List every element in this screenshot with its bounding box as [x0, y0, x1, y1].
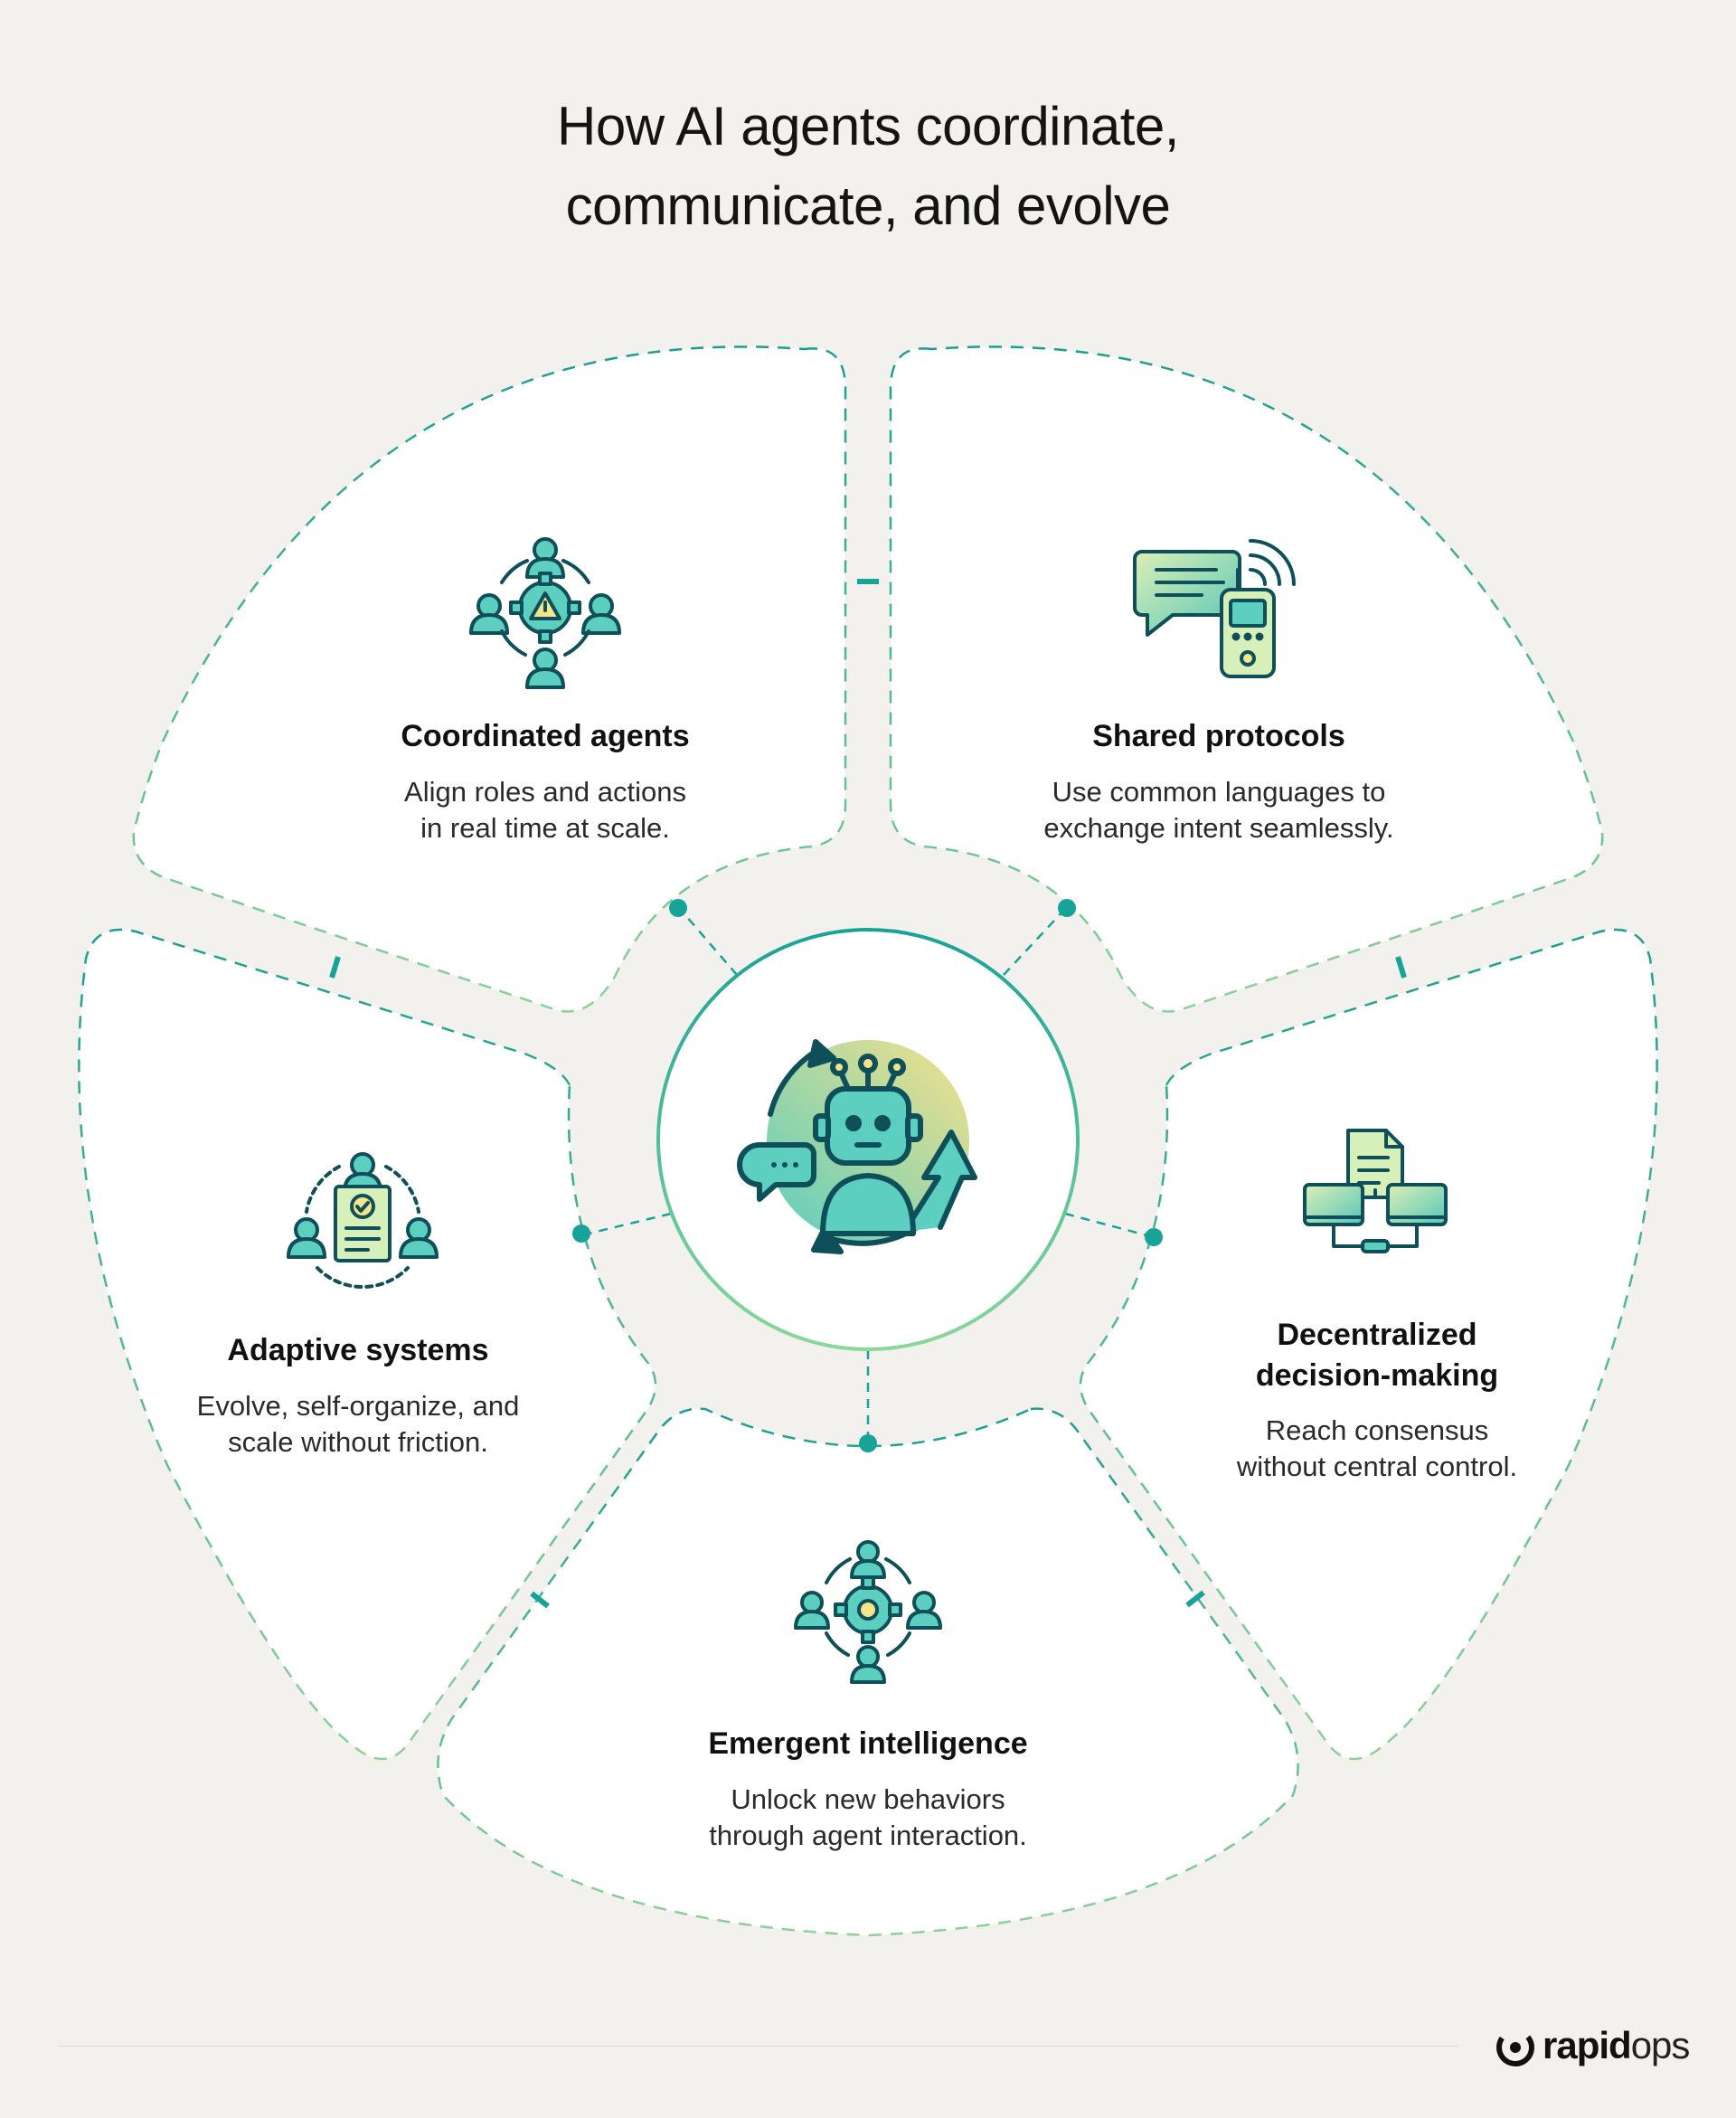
coordinated-agents-title: Coordinated agents [401, 719, 690, 753]
connector-dot [669, 899, 687, 917]
network-computers-document-icon [1303, 1129, 1448, 1253]
page-title: How AI agents coordinate, communicate, a… [0, 87, 1736, 246]
gap-ticks [329, 579, 1407, 1609]
emergent-intelligence-desc-line-1: Unlock new behaviors [731, 1783, 1005, 1815]
connector-dot [572, 1224, 590, 1243]
segment-coordinated-agents [132, 345, 847, 1013]
footer-divider [58, 2046, 1459, 2047]
connector-dots [572, 899, 1163, 1452]
people-gear-cycle-icon [794, 1540, 942, 1684]
shared-protocols-desc-line-2: exchange intent seamlessly. [1043, 812, 1394, 844]
brand-bold: rapid [1543, 2024, 1632, 2066]
gap-tick [1185, 1590, 1205, 1608]
title-line-1: How AI agents coordinate, [557, 96, 1179, 156]
connector-line [1003, 908, 1066, 976]
connector-dot [1058, 899, 1076, 917]
connector-line [679, 908, 738, 976]
connectors [580, 908, 1155, 1442]
adaptive-systems-desc-line-1: Evolve, self-organize, and [196, 1390, 520, 1422]
connector-line [1064, 1212, 1155, 1239]
shared-protocols-title: Shared protocols [1092, 719, 1345, 753]
chat-walkie-talkie-icon [1133, 539, 1296, 678]
connector-line [580, 1212, 672, 1237]
adaptive-systems-title: Adaptive systems [227, 1333, 489, 1367]
robot-icon [737, 1039, 977, 1254]
decentralized-title-line-2: decision-making [1255, 1358, 1499, 1393]
connector-dot [1145, 1228, 1163, 1246]
rapidops-logo: rapidops [1492, 2019, 1691, 2073]
gap-tick [329, 956, 341, 979]
shared-protocols-desc-line-1: Use common languages to [1052, 776, 1386, 808]
decentralized-desc-line-2: without central control. [1236, 1451, 1518, 1482]
decentralized-title-line-1: Decentralized [1277, 1318, 1477, 1352]
gap-tick [530, 1591, 550, 1609]
emergent-intelligence-title: Emergent intelligence [708, 1726, 1028, 1761]
connector-dot [859, 1434, 877, 1452]
people-document-check-icon [287, 1152, 439, 1290]
title-line-2: communicate, and evolve [565, 175, 1171, 236]
segment-shared-protocols [889, 345, 1604, 1013]
brand-light: ops [1630, 2024, 1691, 2066]
decentralized-desc-line-1: Reach consensus [1265, 1414, 1489, 1446]
emergent-intelligence-desc-line-2: through agent interaction. [709, 1820, 1027, 1851]
adaptive-systems-desc-line-2: scale without friction. [228, 1426, 488, 1458]
gap-tick [1395, 956, 1407, 979]
segment-decentralized [1079, 928, 1658, 1761]
rapidops-logo-mark-icon [1496, 2028, 1534, 2066]
coordinated-agents-desc-line-1: Align roles and actions [404, 776, 686, 808]
segment-adaptive-systems [78, 928, 657, 1761]
coordinated-agents-desc-line-2: in real time at scale. [420, 812, 670, 844]
team-gear-warning-icon [469, 537, 621, 689]
